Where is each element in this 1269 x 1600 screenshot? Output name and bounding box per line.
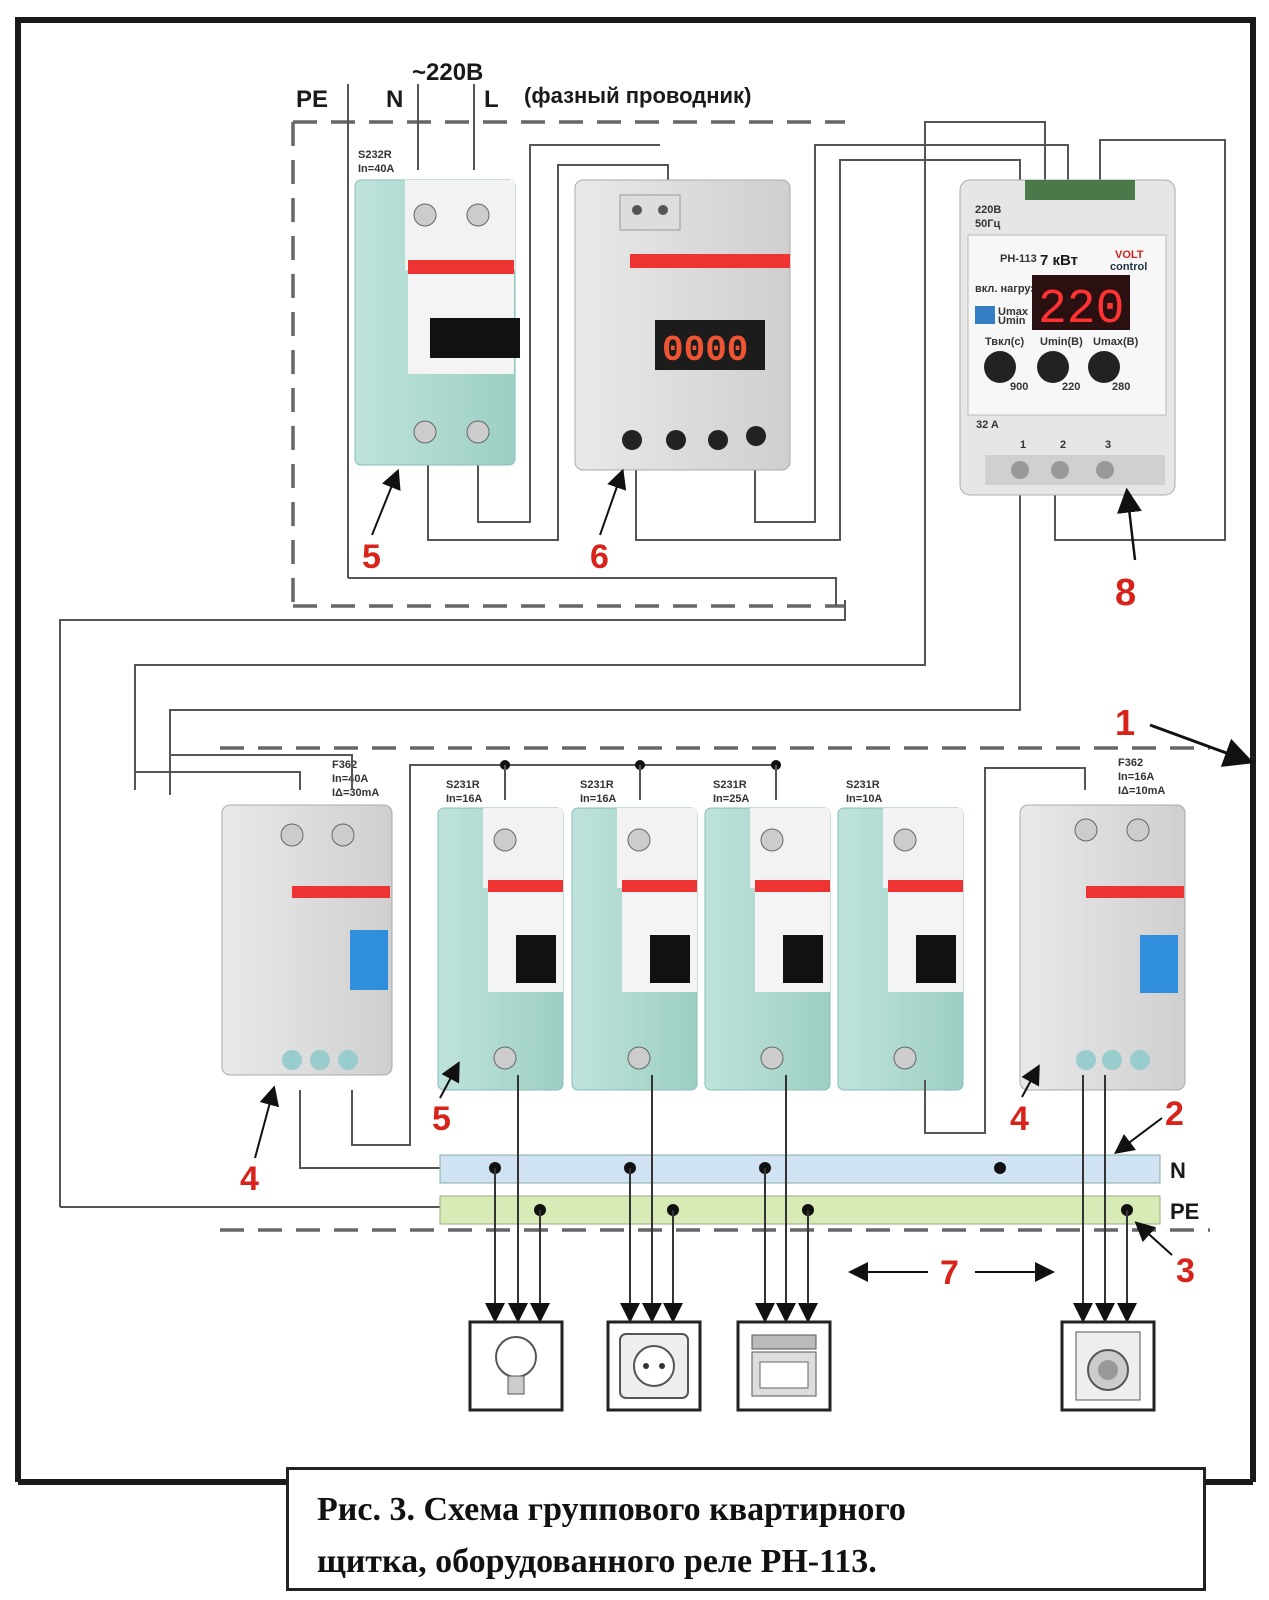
callout-4-right: 4	[1010, 1100, 1029, 1138]
breaker-rating: In=16A	[580, 793, 616, 805]
breaker-model: S231R	[580, 779, 614, 791]
meter-display: 0000	[662, 330, 748, 371]
rcd-left: F362 In=40A IΔ=30mA	[221, 759, 393, 1076]
svg-text:220: 220	[1062, 381, 1080, 393]
svg-text:вкл. нагрузки: вкл. нагрузки	[975, 283, 1048, 295]
svg-text:IΔ=30mA: IΔ=30mA	[332, 787, 379, 799]
n-bus-label: N	[1170, 1158, 1186, 1183]
callout-2: 2	[1165, 1095, 1184, 1133]
socket-icon	[606, 1320, 702, 1412]
voltage-relay: 220В 50Гц РН-113 7 кВт VOLT control вкл.…	[959, 179, 1176, 496]
callout-4-left: 4	[240, 1160, 259, 1198]
washing-machine-icon	[1060, 1320, 1156, 1412]
svg-text:280: 280	[1112, 381, 1130, 393]
svg-text:F362: F362	[332, 759, 357, 771]
svg-text:900: 900	[1010, 381, 1028, 393]
figure-caption: Рис. 3. Схема группового квартирного щит…	[286, 1467, 1206, 1591]
svg-text:VOLT: VOLT	[1115, 249, 1144, 261]
svg-text:Umin(В): Umin(В)	[1040, 336, 1083, 348]
breaker-rating: In=25A	[713, 793, 749, 805]
group-breakers: S231R In=16A S231R In=16A S231R In=25A S231R In…	[437, 779, 964, 1091]
breaker-1: S231R In=16A	[437, 779, 564, 1091]
relay-display: 220	[1038, 283, 1124, 337]
callout-5-bottom: 5	[432, 1100, 451, 1138]
meter-enclosure	[291, 120, 845, 608]
n-label: N	[386, 86, 403, 113]
callout-7: 7	[940, 1254, 959, 1292]
pe-label: PE	[296, 86, 328, 113]
phase-note: (фазный проводник)	[524, 83, 751, 108]
caption-line-2: щитка, оборудованного реле РН-113.	[317, 1543, 877, 1580]
svg-text:РН-113: РН-113	[1000, 253, 1037, 265]
svg-text:Umax: Umax	[998, 306, 1029, 318]
svg-text:In=40A: In=40A	[332, 773, 368, 785]
breaker-rating: In=10A	[846, 793, 882, 805]
n-busbar	[439, 1154, 1161, 1184]
energy-meter: 0000	[574, 179, 791, 471]
rcd-right: F362 In=16A IΔ=10mA	[1019, 757, 1186, 1091]
breaker-2: S231R In=16A	[571, 779, 698, 1091]
svg-text:2: 2	[1060, 439, 1066, 451]
svg-text:50Гц: 50Гц	[975, 218, 1000, 230]
svg-text:32 A: 32 A	[976, 419, 999, 431]
breaker-3: S231R In=25A	[704, 779, 831, 1091]
svg-text:1: 1	[1020, 439, 1026, 451]
svg-text:Umax(В): Umax(В)	[1093, 336, 1139, 348]
stove-icon	[736, 1320, 832, 1412]
breaker-model: S231R	[446, 779, 480, 791]
caption-line-1: Рис. 3. Схема группового квартирного	[317, 1491, 906, 1528]
svg-text:Umin: Umin	[998, 315, 1026, 327]
breaker-model: S231R	[846, 779, 880, 791]
svg-text:220В: 220В	[975, 204, 1001, 216]
svg-text:In=16A: In=16A	[1118, 771, 1154, 783]
svg-text:F362: F362	[1118, 757, 1143, 769]
svg-text:control: control	[1110, 261, 1147, 273]
svg-text:IΔ=10mA: IΔ=10mA	[1118, 785, 1165, 797]
panel-enclosure	[220, 746, 1210, 1232]
breaker-rating: In=16A	[446, 793, 482, 805]
callout-6: 6	[590, 538, 609, 576]
svg-text:S232R: S232R	[358, 149, 392, 161]
svg-text:7 кВт: 7 кВт	[1040, 252, 1078, 269]
svg-text:In=40A: In=40A	[358, 163, 394, 175]
callout-1: 1	[1115, 702, 1135, 743]
main-breaker: S232R In=40A	[354, 149, 520, 466]
svg-text:Твкл(с): Твкл(с)	[985, 336, 1024, 348]
pe-bus-label: PE	[1170, 1199, 1199, 1224]
pe-busbar	[439, 1195, 1161, 1225]
breaker-model: S231R	[713, 779, 747, 791]
lamp-icon	[468, 1320, 564, 1412]
callout-5-top: 5	[362, 538, 381, 576]
svg-text:3: 3	[1105, 439, 1111, 451]
callout-3: 3	[1176, 1252, 1195, 1290]
callout-8: 8	[1115, 572, 1136, 614]
l-label: L	[484, 86, 499, 113]
breaker-4: S231R In=10A	[837, 779, 964, 1091]
voltage-label: ~220В	[412, 59, 483, 86]
